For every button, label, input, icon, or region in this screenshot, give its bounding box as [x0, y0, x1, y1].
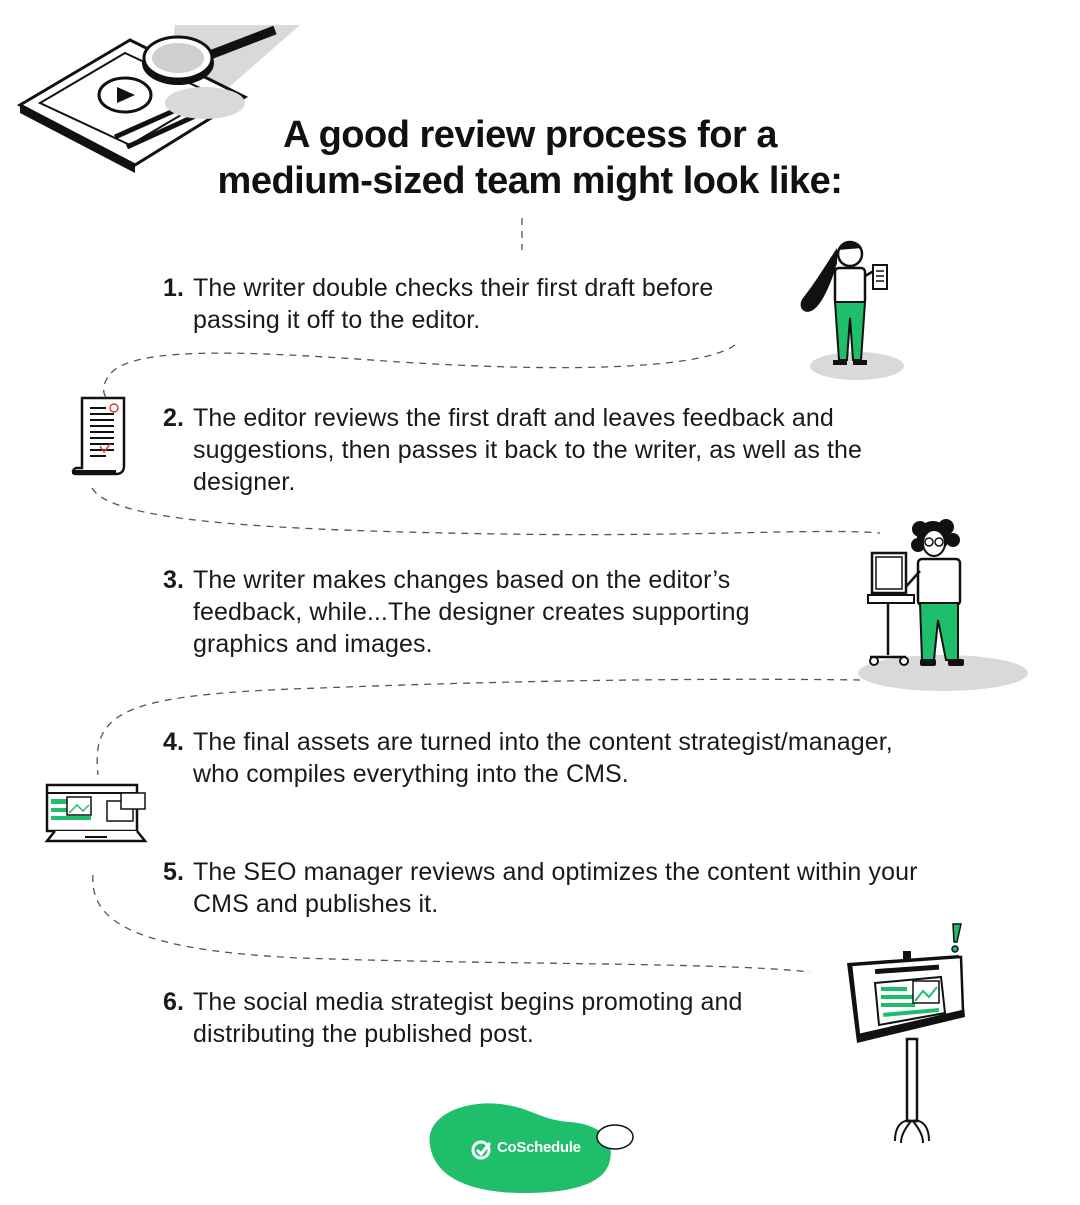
step-6: 6. The social media strategist begins pr…: [163, 986, 763, 1050]
title-line-2: medium-sized team might look like:: [217, 160, 843, 202]
coschedule-logo[interactable]: CoSchedule: [497, 1139, 581, 1156]
step-3: 3. The writer makes changes based on the…: [163, 564, 813, 660]
step-2: 2. The editor reviews the first draft an…: [163, 402, 903, 498]
exclamation-icon: [951, 923, 962, 953]
step-text: The social media strategist begins promo…: [193, 988, 743, 1048]
step-text: The writer makes changes based on the ed…: [193, 566, 750, 658]
cms-computer-icon: [44, 783, 148, 843]
step-number: 6.: [163, 988, 185, 1016]
step-5: 5. The SEO manager reviews and optimizes…: [163, 856, 953, 920]
title-line-1: A good review process for a: [282, 114, 778, 156]
designer-person-icon: [858, 519, 1028, 691]
step-number: 3.: [163, 566, 185, 594]
logo-blob: [429, 1103, 634, 1194]
page-title: A good review process for a medium-sized…: [150, 112, 910, 204]
check-circle-icon: [471, 1140, 492, 1160]
writer-person-icon: [800, 240, 904, 380]
step-text: The SEO manager reviews and optimizes th…: [193, 858, 918, 918]
step-number: 4.: [163, 728, 185, 756]
step-number: 2.: [163, 404, 185, 432]
document-scroll-icon: [71, 396, 126, 476]
step-number: 1.: [163, 274, 185, 302]
step-text: The editor reviews the first draft and l…: [193, 404, 863, 496]
step-text: The final assets are turned into the con…: [193, 728, 893, 788]
step-text: The writer double checks their first dra…: [193, 274, 714, 334]
signpost-icon: [847, 951, 965, 1144]
video-document-icon: [16, 25, 300, 173]
step-1: 1. The writer double checks their first …: [163, 272, 793, 336]
step-number: 5.: [163, 858, 185, 886]
step-4: 4. The final assets are turned into the …: [163, 726, 943, 790]
